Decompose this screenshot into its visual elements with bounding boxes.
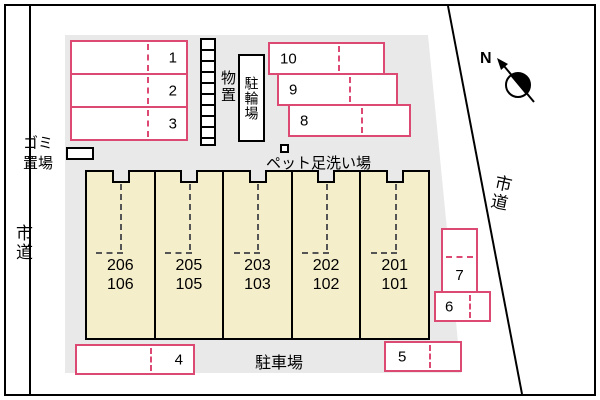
entrance-notch (317, 170, 336, 183)
entrance-notch (111, 170, 130, 183)
parking-space-number: 1 (168, 49, 177, 66)
parking-space-number: 3 (168, 115, 177, 132)
unit-number-lower: 103 (244, 276, 271, 293)
parking-space-9: 9 (277, 73, 398, 106)
stall-divider (468, 295, 471, 318)
building-unit-203-103: 203 103 (224, 170, 293, 338)
building-unit-206-106: 206 106 (87, 170, 156, 338)
garbage-label-line2: 置場 (22, 154, 53, 172)
unit-numbers: 203 103 (224, 256, 291, 294)
stall-divider (147, 77, 150, 104)
storage-shed (200, 38, 216, 146)
north-arrow-icon (497, 58, 535, 103)
stall-divider (147, 44, 150, 71)
parking-space-number: 5 (398, 348, 407, 365)
building-unit-202-102: 202 102 (293, 170, 362, 338)
unit-numbers: 201 101 (361, 256, 428, 294)
interior-dashed-line (257, 184, 260, 250)
parking-space-number: 7 (455, 267, 464, 284)
bicycle-parking-label: 駐輪場 (243, 75, 260, 121)
parking-space-5: 5 (384, 341, 462, 372)
interior-dashed-line (326, 184, 329, 250)
stall-divider (446, 256, 473, 258)
parking-space-10: 10 (268, 42, 385, 75)
unit-number-lower: 106 (106, 276, 134, 293)
stall-divider (361, 108, 364, 133)
building-unit-205-105: 205 105 (156, 170, 225, 338)
interior-dashed-line (302, 252, 329, 254)
pet-wash-label: ペット足洗い場 (266, 155, 372, 172)
garbage-station (66, 147, 94, 160)
stall-divider (147, 110, 150, 137)
interior-dashed-line (164, 252, 192, 254)
north-label: N (480, 50, 492, 67)
unit-numbers: 202 102 (293, 256, 360, 294)
parking-space-1: 1 (70, 40, 188, 75)
interior-dashed-line (394, 184, 397, 250)
unit-number-upper: 202 (312, 257, 340, 274)
parking-area-label: 駐車場 (255, 355, 304, 372)
stall-divider (150, 348, 153, 371)
border-frame (4, 4, 596, 396)
entrance-notch (180, 170, 199, 183)
stall-divider (337, 46, 340, 71)
stall-divider (349, 77, 352, 102)
unit-number-lower: 101 (381, 276, 409, 293)
parking-space-7: 7 (441, 228, 478, 293)
interior-dashed-line (233, 252, 261, 254)
unit-number-upper: 203 (244, 257, 271, 274)
unit-number-lower: 102 (312, 276, 340, 293)
bicycle-parking: 駐輪場 (238, 54, 265, 142)
pet-wash-station (280, 144, 289, 153)
entrance-notch (386, 170, 404, 183)
building-unit-201-101: 201 101 (361, 170, 428, 338)
parking-space-number: 9 (289, 81, 298, 98)
parking-space-number: 4 (174, 351, 183, 368)
parking-space-6: 6 (434, 291, 491, 322)
road-line-right (447, 5, 523, 395)
unit-number-lower: 105 (175, 276, 203, 293)
parking-space-8: 8 (288, 104, 411, 137)
road-label-left: 市道 (13, 224, 32, 262)
apartment-building: 206 106 205 105 203 103 (85, 170, 430, 340)
interior-dashed-line (188, 184, 191, 250)
storage-label: 物置 (219, 70, 236, 104)
unit-number-upper: 205 (175, 257, 203, 274)
parking-space-number: 8 (300, 112, 309, 129)
interior-dashed-line (120, 184, 123, 250)
garbage-label-line1: ゴミ (22, 135, 53, 152)
parking-space-4: 4 (75, 344, 195, 375)
parking-space-2: 2 (70, 73, 188, 108)
parking-space-number: 10 (280, 50, 297, 67)
interior-dashed-line (96, 252, 123, 254)
unit-numbers: 205 105 (156, 256, 223, 294)
garbage-area-label: ゴミ 置場 (14, 134, 62, 173)
stall-divider (428, 345, 431, 368)
interior-dashed-line (370, 252, 398, 254)
unit-number-upper: 201 (381, 257, 409, 274)
parking-space-number: 6 (445, 298, 454, 315)
unit-number-upper: 206 (106, 257, 134, 274)
parking-space-number: 2 (168, 82, 177, 99)
entrance-notch (248, 170, 267, 183)
unit-numbers: 206 106 (87, 256, 154, 294)
parking-space-3: 3 (70, 106, 188, 141)
